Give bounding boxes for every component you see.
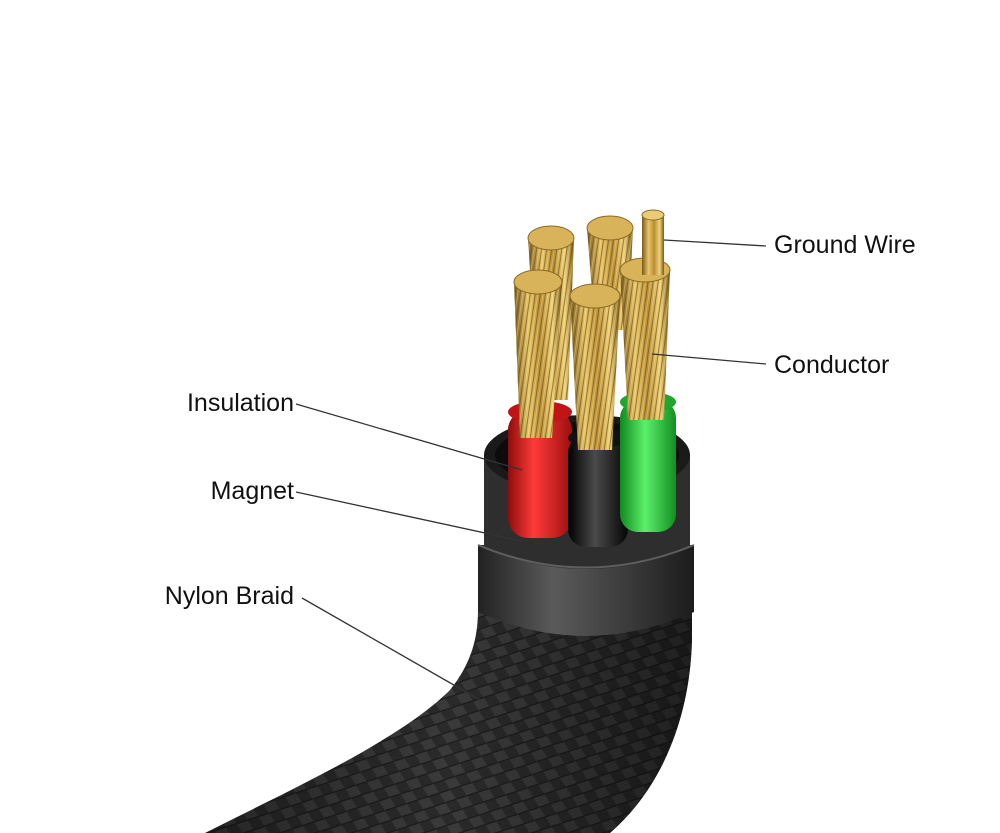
- ground-wire-rod: [641, 209, 665, 275]
- insulation-leader-line: [295, 403, 523, 471]
- ground-wire-label: Ground Wire: [774, 231, 916, 259]
- insulation-label: Insulation: [186, 389, 294, 417]
- ground-wire-leader-line: [663, 239, 767, 247]
- conductor-label: Conductor: [774, 351, 890, 379]
- magnet-label: Magnet: [210, 477, 294, 505]
- magnet-leader-line: [295, 491, 523, 542]
- conductor-leader-line: [651, 353, 767, 365]
- conductor-strands: [513, 215, 671, 450]
- nylon-braid-label: Nylon Braid: [164, 582, 294, 610]
- nylon-braid-leader-line: [301, 597, 481, 701]
